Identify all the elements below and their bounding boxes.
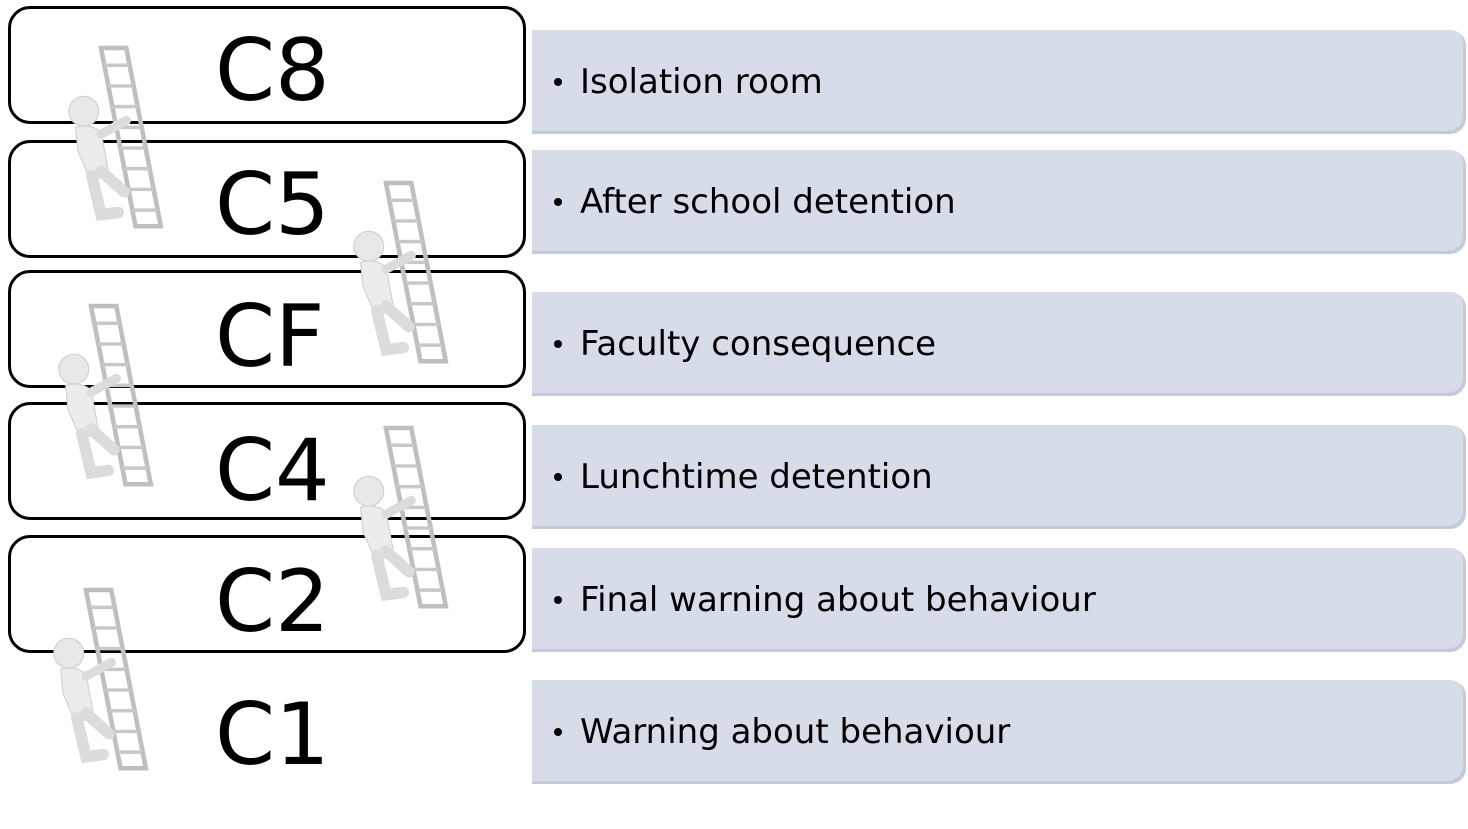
bullet-icon xyxy=(554,340,562,348)
description-text: Lunchtime detention xyxy=(580,457,933,497)
level-code-c8: C8 xyxy=(215,21,330,121)
bullet-icon xyxy=(554,198,562,206)
description-cf: Faculty consequence xyxy=(532,292,1466,396)
ladder-climber-icon xyxy=(55,40,170,240)
description-text: Faculty consequence xyxy=(580,324,937,364)
bullet-icon xyxy=(554,728,562,736)
level-code-c2: C2 xyxy=(215,552,330,652)
description-text: After school detention xyxy=(580,182,956,222)
description-c4: Lunchtime detention xyxy=(532,425,1466,529)
description-c2: Final warning about behaviour xyxy=(532,548,1466,652)
ladder-climber-icon xyxy=(340,175,455,375)
bullet-icon xyxy=(554,78,562,86)
bullet-icon xyxy=(554,596,562,604)
description-text: Isolation room xyxy=(580,62,823,102)
bullet-icon xyxy=(554,473,562,481)
description-c1: Warning about behaviour xyxy=(532,680,1466,784)
level-code-cf: CF xyxy=(215,287,325,387)
level-code-c4: C4 xyxy=(215,421,330,521)
ladder-climber-icon xyxy=(45,298,160,498)
ladder-climber-icon xyxy=(340,420,455,620)
level-code-c5: C5 xyxy=(215,155,330,255)
description-text: Warning about behaviour xyxy=(580,712,1011,752)
description-text: Final warning about behaviour xyxy=(580,580,1096,620)
level-code-c1: C1 xyxy=(215,685,330,785)
description-c8: Isolation room xyxy=(532,30,1466,134)
description-c5: After school detention xyxy=(532,150,1466,254)
ladder-climber-icon xyxy=(40,582,155,782)
